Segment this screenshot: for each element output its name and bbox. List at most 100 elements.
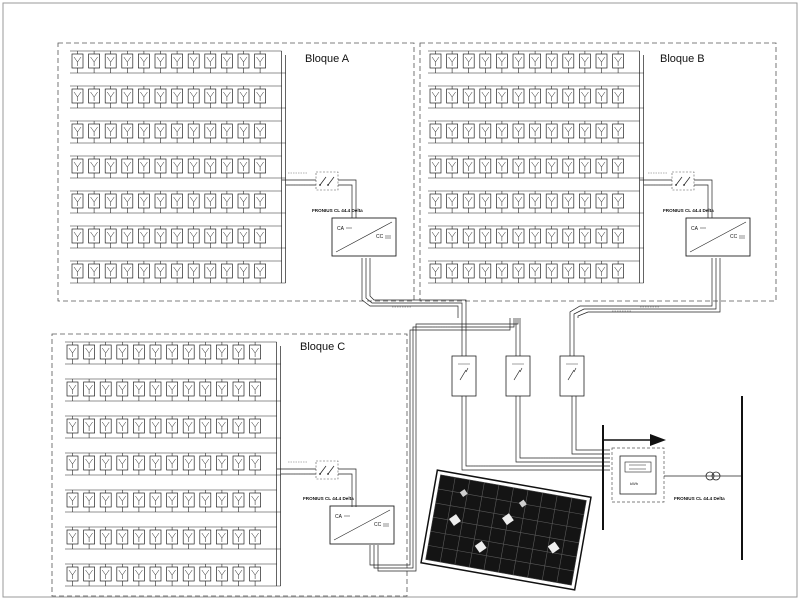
pv-module-icon (545, 226, 558, 248)
pv-module-icon (612, 156, 624, 178)
pv-module-icon (99, 490, 112, 512)
pv-string (70, 85, 286, 109)
pv-module-icon (479, 226, 492, 248)
pv-string (65, 378, 281, 402)
pv-module-icon (171, 226, 183, 248)
pv-module-icon (545, 156, 558, 178)
pv-module-icon (496, 86, 508, 108)
pv-module-icon (529, 226, 541, 248)
pv-string (65, 563, 281, 587)
pv-module-icon (166, 416, 178, 438)
pv-module-icon (579, 121, 591, 143)
block-b-boundary (419, 42, 777, 302)
pv-module-icon (512, 261, 525, 283)
pv-module-icon (71, 156, 84, 178)
pv-module-icon (429, 86, 442, 108)
pv-module-icon (154, 226, 167, 248)
pv-module-icon (154, 86, 167, 108)
inverter-dc-label: CC (730, 234, 738, 240)
pv-module-icon (249, 453, 261, 475)
pv-module-icon (154, 191, 167, 213)
pv-module-icon (479, 191, 492, 213)
pv-module-icon (149, 490, 162, 512)
pv-module-icon (221, 51, 233, 73)
pv-module-icon (529, 261, 541, 283)
pv-module-icon (199, 379, 212, 401)
pv-module-icon (138, 86, 150, 108)
pv-module-icon (462, 226, 475, 248)
pv-module-icon (237, 191, 250, 213)
pv-module-icon (232, 564, 245, 586)
pv-module-icon (104, 121, 117, 143)
pv-module-icon (182, 490, 195, 512)
pv-module-icon (166, 453, 178, 475)
pv-module-icon (116, 453, 129, 475)
pv-module-icon (66, 342, 79, 364)
pv-module-icon (83, 527, 95, 549)
pv-module-icon (562, 86, 575, 108)
block-a: Bloque A FRONIUS CL 44.4 Delta (57, 42, 415, 302)
pv-module-icon (182, 527, 195, 549)
pv-module-icon (133, 416, 145, 438)
pv-module-icon (66, 379, 79, 401)
pv-module-icon (496, 191, 508, 213)
pv-module-icon (562, 156, 575, 178)
pv-module-icon (221, 191, 233, 213)
pv-module-icon (237, 226, 250, 248)
pv-module-icon (232, 453, 245, 475)
pv-module-icon (182, 453, 195, 475)
pv-module-icon (216, 416, 228, 438)
pv-module-icon (121, 156, 134, 178)
pv-module-icon (166, 342, 178, 364)
pv-module-icon (166, 379, 178, 401)
dc-switches (276, 171, 713, 507)
pv-module-icon (149, 342, 162, 364)
pv-module-icon (595, 51, 608, 73)
pv-module-icon (562, 261, 575, 283)
pv-module-icon (237, 51, 250, 73)
pv-module-icon (66, 564, 79, 586)
block-c-boundary (51, 333, 408, 597)
arrow-right-icon (650, 434, 666, 446)
pv-module-icon (133, 379, 145, 401)
pv-module-icon (479, 156, 492, 178)
pv-module-icon (104, 226, 117, 248)
pv-module-icon (232, 527, 245, 549)
pv-module-icon (545, 86, 558, 108)
meter-display (624, 461, 652, 473)
pv-module-icon (545, 261, 558, 283)
block-a-array (70, 50, 286, 284)
pv-module-icon (612, 51, 624, 73)
pv-module-icon (462, 121, 475, 143)
pv-module-icon (187, 191, 200, 213)
block-c-label: Bloque C (300, 341, 345, 353)
pv-module-icon (249, 416, 261, 438)
pv-module-icon (204, 51, 217, 73)
pv-module-icon (66, 527, 79, 549)
pv-module-icon (166, 564, 178, 586)
pv-module-icon (88, 86, 100, 108)
meter-label: kWh (630, 481, 638, 486)
pv-module-icon (204, 261, 217, 283)
pv-module-icon (512, 156, 525, 178)
block-b-label: Bloque B (660, 53, 705, 65)
pv-module-icon (199, 416, 212, 438)
pv-module-icon (254, 191, 266, 213)
pv-module-icon (579, 51, 591, 73)
pv-module-icon (171, 51, 183, 73)
meter-enclosure (611, 447, 665, 503)
pv-module-icon (562, 121, 575, 143)
pv-module-icon (446, 121, 458, 143)
block-b: Bloque B FRONIUS CL 44.4 Delta (419, 42, 777, 302)
pv-string (428, 120, 644, 144)
pv-string (70, 225, 286, 249)
pv-module-icon (149, 527, 162, 549)
inverter-ac-label: CA (691, 226, 699, 232)
pv-module-icon (171, 121, 183, 143)
pv-module-icon (204, 191, 217, 213)
pv-module-icon (99, 453, 112, 475)
pv-module-icon (545, 51, 558, 73)
